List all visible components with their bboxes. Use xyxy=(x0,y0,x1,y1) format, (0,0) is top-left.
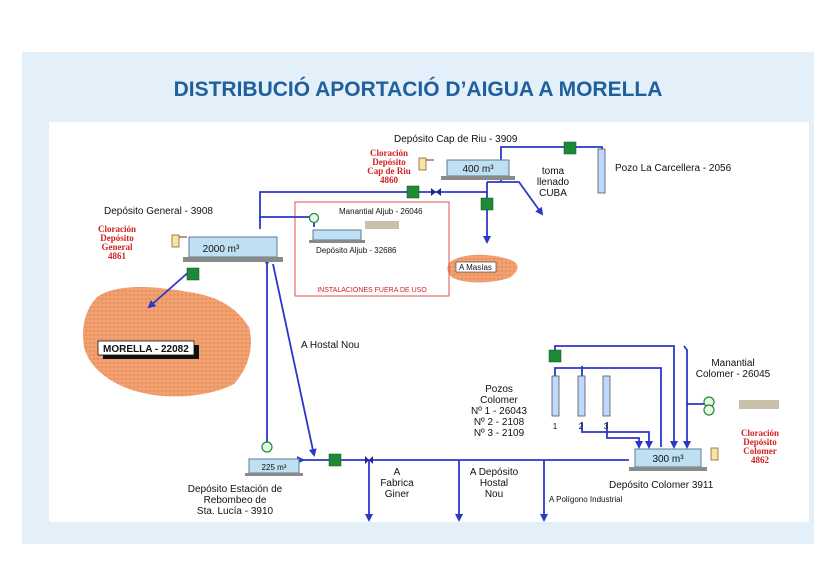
svg-text:3: 3 xyxy=(604,422,609,431)
well-carcellera xyxy=(597,148,606,194)
svg-text:Depósito Estación de: Depósito Estación de xyxy=(188,484,283,495)
svg-text:A: A xyxy=(394,467,401,478)
pipe-morella xyxy=(147,269,192,309)
svg-text:Depósito: Depósito xyxy=(372,157,406,167)
pipe-cap-riu-left xyxy=(259,182,488,229)
out-of-service-box xyxy=(294,201,450,297)
manantial-colomer-label: Manantial Colomer - 26045 xyxy=(696,358,771,380)
cloracion-general-label: Cloración Depósito General 4861 xyxy=(98,224,136,261)
tank-225-label: 225 m³ xyxy=(262,463,287,472)
svg-text:1: 1 xyxy=(553,422,558,431)
svg-text:Depósito: Depósito xyxy=(743,437,777,447)
svg-text:Depósito: Depósito xyxy=(100,233,134,243)
svg-text:Cloración: Cloración xyxy=(370,148,408,158)
svg-text:4861: 4861 xyxy=(108,251,127,261)
pipe-well-2b xyxy=(581,422,653,449)
deposito-colomer-label: Depósito Colomer 3911 xyxy=(609,480,714,491)
tank-sta-lucia: 225 m³ xyxy=(245,458,303,476)
svg-text:Cloración: Cloración xyxy=(741,428,779,438)
tank-aljub xyxy=(309,221,399,243)
page-title: DISTRIBUCIÓ APORTACIÓ D’AIGUA A MORELLA xyxy=(173,78,663,101)
svg-text:General: General xyxy=(102,242,133,252)
cloracion-cap-riu-label: Cloración Depósito Cap de Riu 4860 xyxy=(367,148,411,185)
a-deposito-hostal-label: A Depósito Hostal Nou xyxy=(470,467,519,500)
cloracion-colomer-label: Cloración Depósito Colomer 4862 xyxy=(741,428,779,465)
svg-text:Cloración: Cloración xyxy=(98,224,136,234)
valve-bowtie-main xyxy=(365,456,373,464)
a-masias-tag: A Masías xyxy=(455,261,497,273)
morella-tag: MORELLA - 22082 xyxy=(97,340,199,359)
valves xyxy=(186,141,577,467)
pipe-carcellera xyxy=(500,146,603,160)
chlorination-units xyxy=(171,157,719,461)
svg-text:toma: toma xyxy=(542,166,565,177)
svg-text:Nº 1 - 26043: Nº 1 - 26043 xyxy=(471,406,527,417)
pipe-well-1 xyxy=(554,367,662,447)
svg-text:Giner: Giner xyxy=(385,489,410,500)
svg-text:Manantial: Manantial xyxy=(711,358,754,369)
a-fabrica-giner-label: A Fabrica Giner xyxy=(380,467,414,500)
svg-text:Colomer: Colomer xyxy=(480,395,518,406)
deposito-estacion-label: Depósito Estación de Rebombeo de Sta. Lu… xyxy=(188,484,283,517)
pozos-colomer-label: Pozos Colomer Nº 1 - 26043 Nº 2 - 2108 N… xyxy=(471,384,527,439)
wells-colomer xyxy=(551,375,611,417)
svg-text:CUBA: CUBA xyxy=(539,188,567,199)
svg-text:A Masías: A Masías xyxy=(459,263,492,272)
a-hostal-nou-label: A Hostal Nou xyxy=(301,340,359,351)
valve-bowtie-top xyxy=(431,188,441,196)
pumps xyxy=(261,212,715,453)
tank-400-label: 400 m³ xyxy=(462,164,494,175)
pipe-well-top xyxy=(554,345,678,449)
deposito-general-label: Depósito General - 3908 xyxy=(104,206,213,217)
svg-text:Colomer: Colomer xyxy=(743,446,777,456)
svg-text:MORELLA - 22082: MORELLA - 22082 xyxy=(103,344,189,355)
svg-text:Nº 2 - 2108: Nº 2 - 2108 xyxy=(474,417,525,428)
deposito-cap-de-riu-label: Depósito Cap de Riu - 3909 xyxy=(394,134,518,145)
pipe-hostal-nou xyxy=(272,263,317,457)
svg-text:4862: 4862 xyxy=(751,455,770,465)
svg-text:Fabrica: Fabrica xyxy=(380,478,414,489)
pipe-well-3 xyxy=(606,422,643,449)
svg-text:Pozos: Pozos xyxy=(485,384,513,395)
deposito-aljub-label: Depósito Aljub - 32686 xyxy=(316,246,397,255)
toma-llenado-label: toma llenado CUBA xyxy=(537,166,570,199)
svg-text:Sta. Lucía - 3910: Sta. Lucía - 3910 xyxy=(197,506,274,517)
pipes xyxy=(147,146,709,522)
tank-300-label: 300 m³ xyxy=(652,454,684,465)
a-poligono-label: A Polígono Industrial xyxy=(549,495,623,504)
tank-2000-label: 2000 m³ xyxy=(203,244,240,255)
tank-general: 2000 m³ xyxy=(183,236,283,262)
pozo-carcellera-label: Pozo La Carcellera - 2056 xyxy=(615,163,732,174)
svg-text:Hostal: Hostal xyxy=(480,478,508,489)
pipe-manantial-colomer xyxy=(683,345,709,405)
svg-text:Rebombeo de: Rebombeo de xyxy=(204,495,267,506)
water-distribution-diagram: 400 m³ 2000 m³ 300 m³ 225 m³ xyxy=(49,122,809,522)
tank-cap-de-riu: 400 m³ xyxy=(441,159,515,180)
svg-text:Colomer - 26045: Colomer - 26045 xyxy=(696,369,771,380)
svg-text:Cap de Riu: Cap de Riu xyxy=(367,166,411,176)
svg-text:Nº 3 - 2109: Nº 3 - 2109 xyxy=(474,428,525,439)
manantial-colomer-source xyxy=(739,400,779,409)
svg-text:A Depósito: A Depósito xyxy=(470,467,519,478)
instalaciones-fuera-label: INSTALACIONES FUERA DE USO xyxy=(317,287,427,294)
tank-colomer: 300 m³ xyxy=(629,448,707,471)
pipe-toma xyxy=(501,181,544,216)
manantial-aljub-label: Manantial Aljub - 26046 xyxy=(339,207,423,216)
well-numbers: 1 2 3 xyxy=(553,422,609,431)
svg-text:Nou: Nou xyxy=(485,489,503,500)
svg-text:llenado: llenado xyxy=(537,177,570,188)
svg-text:4860: 4860 xyxy=(380,175,399,185)
svg-text:2: 2 xyxy=(579,422,584,431)
